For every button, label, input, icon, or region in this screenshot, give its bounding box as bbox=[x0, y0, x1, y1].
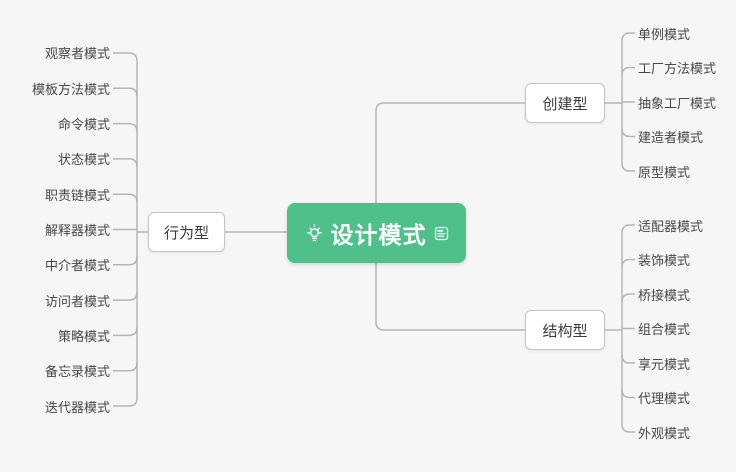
branch-node-structural[interactable]: 结构型 bbox=[525, 310, 605, 350]
branch-node-creational[interactable]: 创建型 bbox=[525, 83, 605, 123]
leaf-node[interactable]: 代理模式 bbox=[638, 391, 691, 407]
branch-label: 结构型 bbox=[542, 322, 588, 340]
root-node[interactable]: 设计模式 bbox=[287, 203, 466, 263]
leaf-node[interactable]: 原型模式 bbox=[638, 164, 691, 180]
structural-leaves-column: 适配器模式 装饰模式 桥接模式 组合模式 享元模式 代理模式 外观模式 bbox=[638, 208, 736, 450]
leaf-node[interactable]: 单例模式 bbox=[638, 26, 691, 42]
leaf-node[interactable]: 中介者模式 bbox=[44, 258, 110, 274]
leaf-node[interactable]: 访问者模式 bbox=[44, 293, 110, 309]
leaf-node[interactable]: 组合模式 bbox=[638, 322, 691, 338]
leaf-node[interactable]: 状态模式 bbox=[57, 152, 110, 168]
leaf-node[interactable]: 观察者模式 bbox=[44, 46, 110, 62]
leaf-node[interactable]: 装饰模式 bbox=[638, 253, 691, 269]
leaf-node[interactable]: 建造者模式 bbox=[638, 130, 704, 146]
leaf-node[interactable]: 职责链模式 bbox=[44, 187, 110, 203]
behavioral-leaves-column: 观察者模式 模板方法模式 命令模式 状态模式 职责链模式 解释器模式 中介者模式… bbox=[0, 35, 110, 423]
leaf-node[interactable]: 迭代器模式 bbox=[44, 399, 110, 415]
leaf-node[interactable]: 享元模式 bbox=[638, 356, 691, 372]
leaf-node[interactable]: 桥接模式 bbox=[638, 287, 691, 303]
leaf-node[interactable]: 命令模式 bbox=[57, 117, 110, 133]
root-label: 设计模式 bbox=[330, 222, 427, 248]
note-icon[interactable] bbox=[434, 226, 449, 241]
leaf-node[interactable]: 策略模式 bbox=[57, 328, 110, 344]
branch-label: 行为型 bbox=[163, 224, 209, 242]
leaf-node[interactable]: 工厂方法模式 bbox=[638, 61, 717, 77]
lightbulb-icon bbox=[305, 223, 324, 243]
creational-leaves-column: 单例模式 工厂方法模式 抽象工厂模式 建造者模式 原型模式 bbox=[638, 16, 736, 189]
leaf-node[interactable]: 备忘录模式 bbox=[44, 364, 110, 380]
leaf-node[interactable]: 抽象工厂模式 bbox=[638, 95, 717, 111]
leaf-node[interactable]: 模板方法模式 bbox=[31, 81, 110, 97]
leaf-node[interactable]: 外观模式 bbox=[638, 425, 691, 441]
leaf-node[interactable]: 适配器模式 bbox=[638, 218, 704, 234]
branch-node-behavioral[interactable]: 行为型 bbox=[148, 212, 225, 252]
branch-label: 创建型 bbox=[542, 95, 588, 113]
leaf-node[interactable]: 解释器模式 bbox=[44, 223, 110, 239]
